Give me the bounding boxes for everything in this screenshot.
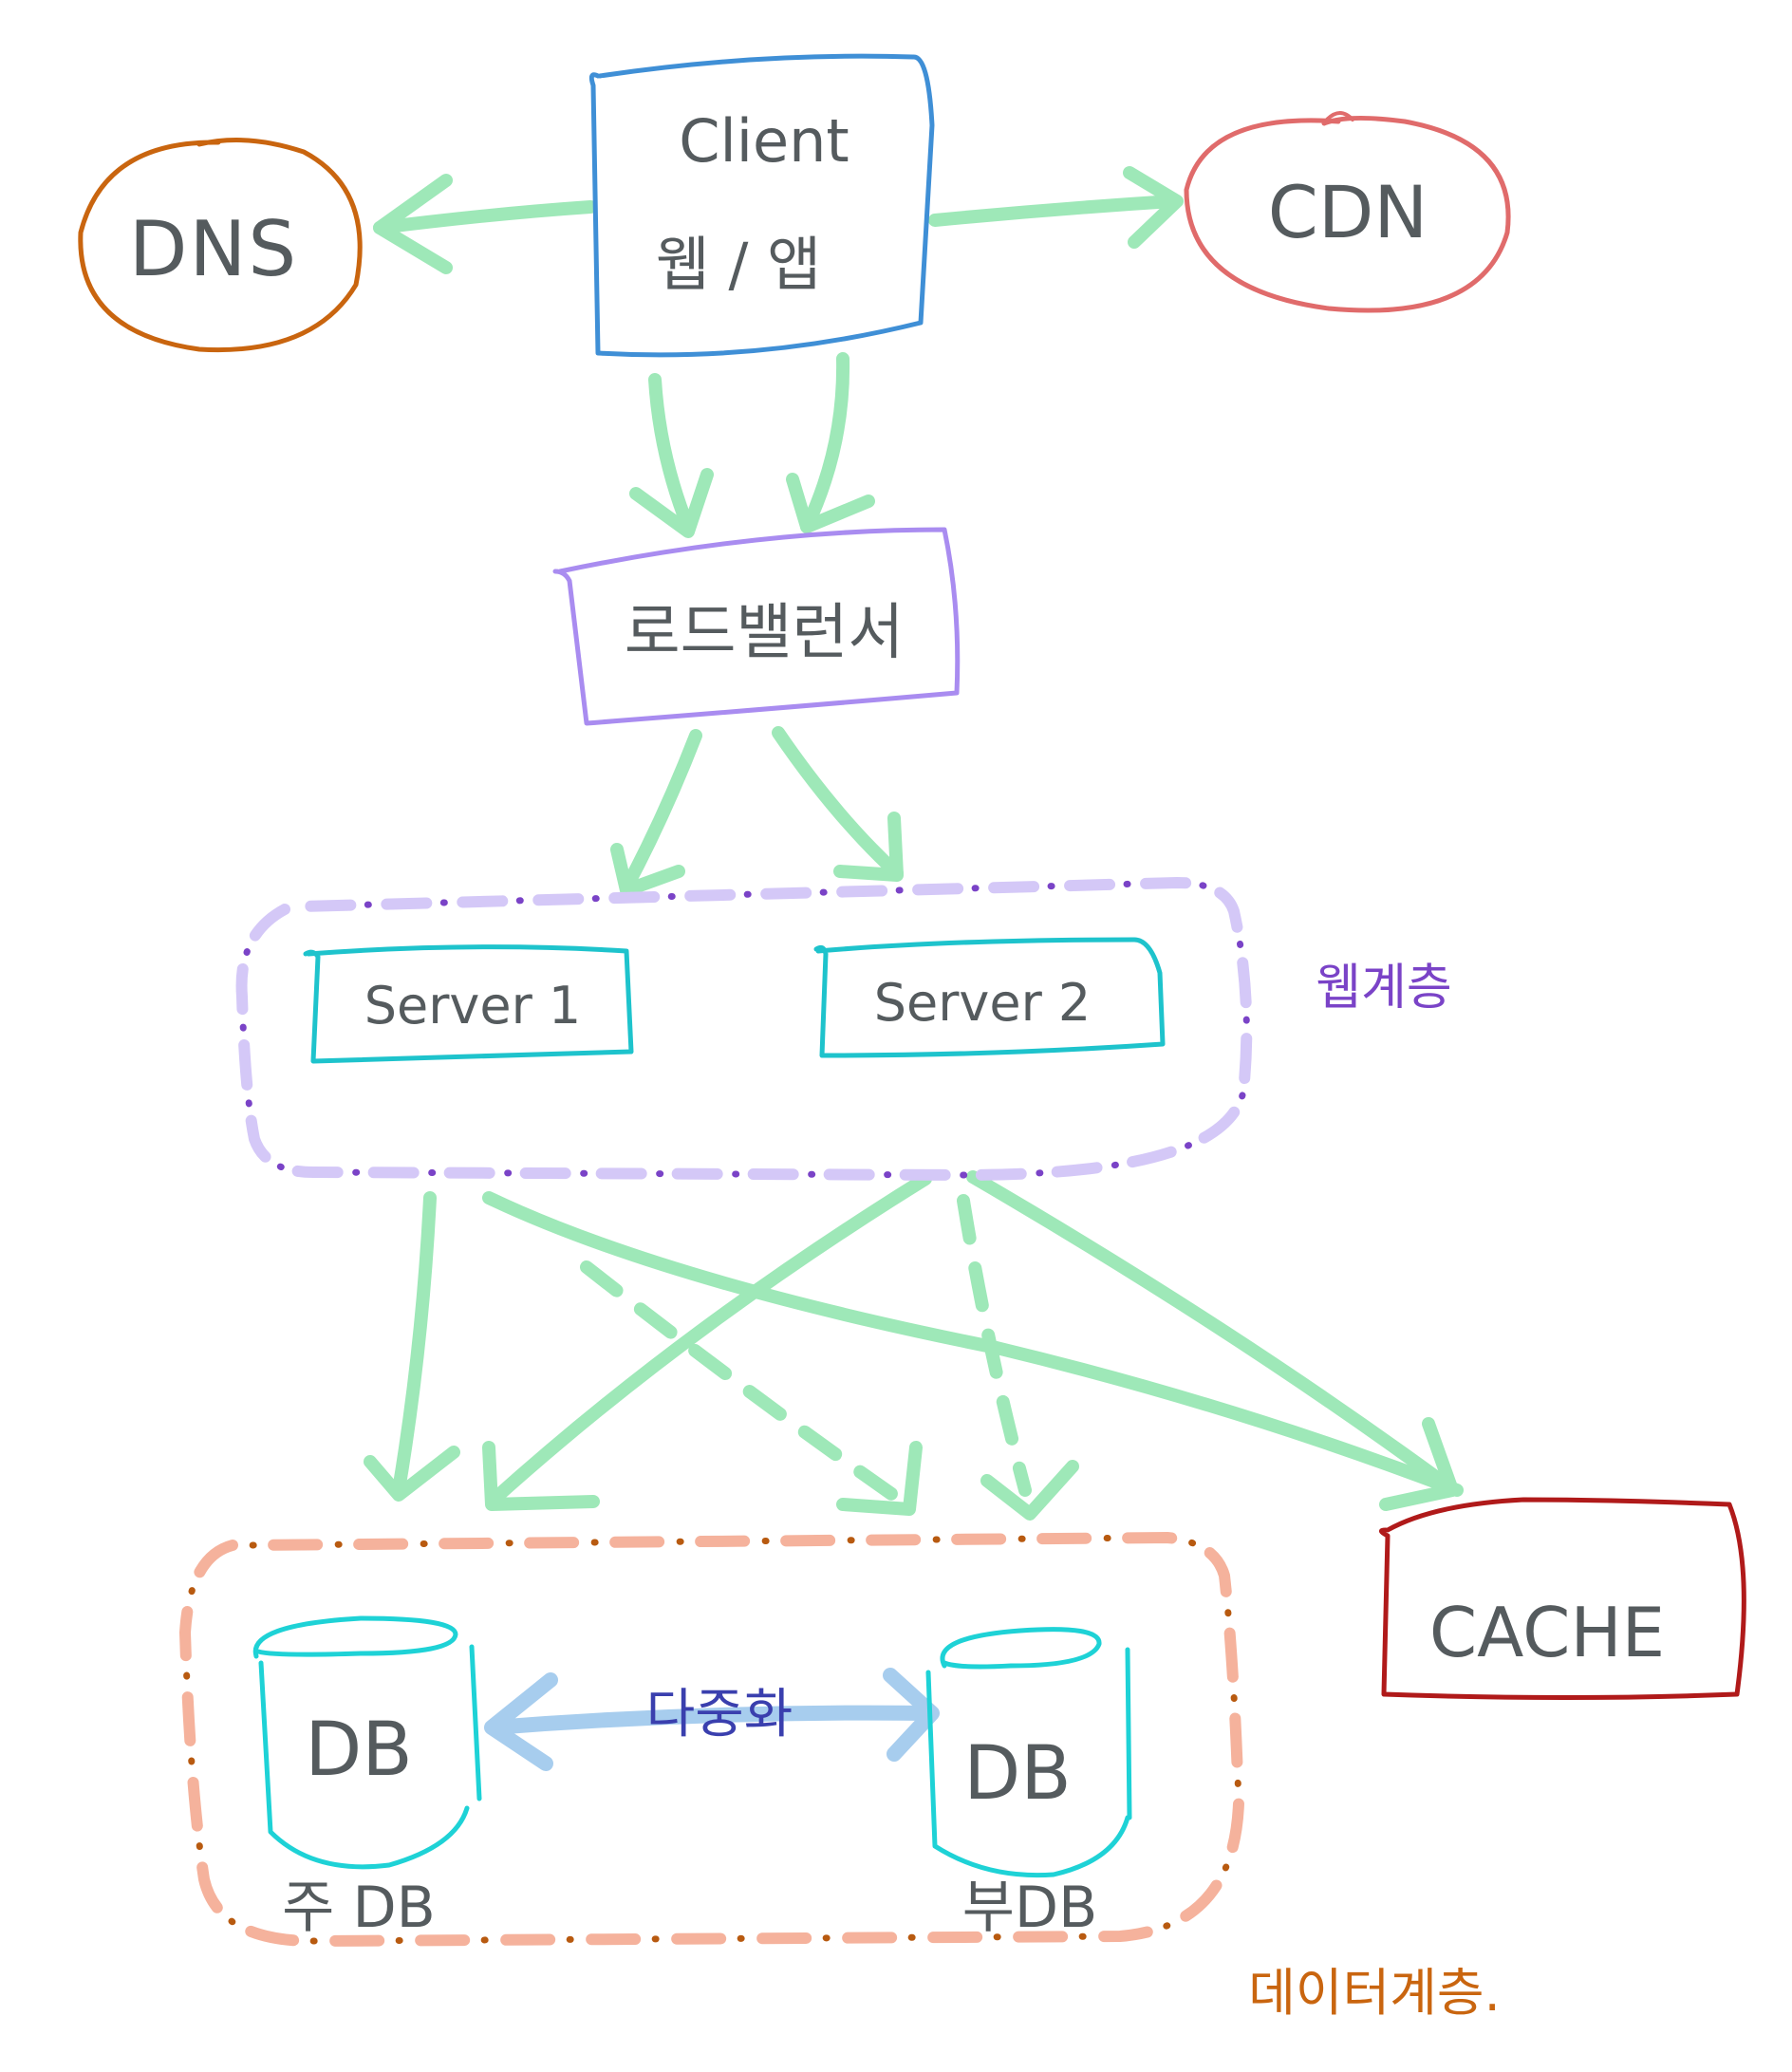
dns-node: DNS [78,138,363,353]
server1-label: Server 1 [364,976,582,1036]
edge-web-primary-db-1 [364,1191,460,1502]
web-tier-label: 웹계층 [1316,960,1452,1017]
client-title: Client [679,106,849,176]
edge-web-primary-db-2 [482,1172,932,1511]
data-tier-label: 데이터계층. [1248,1963,1501,2023]
cache-label: CACHE [1429,1593,1665,1672]
dns-label: DNS [129,205,298,293]
client-subtitle: 웹 / 앱 [656,230,821,299]
db-replica-caption: 부DB [962,1875,1098,1941]
db-primary-label: DB [305,1708,413,1793]
db-primary-caption: 주 DB [282,1875,436,1941]
edges-dashed [580,1194,1032,1511]
replication-edge: 다중화 [484,1668,940,1771]
edge-lb-server1 [610,729,702,897]
replication-label: 다중화 [646,1684,793,1745]
client-node: Client 웹 / 앱 [588,53,935,358]
cdn-node: CDN [1184,111,1511,313]
server2-label: Server 2 [874,973,1092,1033]
edge-client-cdn [928,166,1184,249]
edges-dashed-heads [836,1441,1079,1521]
server2-node: Server 2 [813,937,1166,1058]
load-balancer-node: 로드밸런서 [552,527,961,726]
edges [364,166,1464,1511]
server1-node: Server 1 [303,944,634,1064]
edge-web-replica-db-1 [580,1260,913,1511]
db-replica-label: DB [963,1731,1072,1817]
db-replica-node: DB 부DB [925,1627,1132,1941]
edge-client-dns [373,174,597,274]
load-balancer-label: 로드밸런서 [625,598,904,668]
edge-client-lb-right [786,352,875,533]
edge-client-lb-left [629,373,714,538]
cdn-label: CDN [1268,170,1428,254]
edge-lb-server2 [772,726,904,882]
data-tier-group: 데이터계층. [179,1532,1501,2023]
edge-web-replica-db-2 [957,1194,1032,1497]
db-primary-node: DB 주 DB [252,1615,482,1941]
edge-web-cache-2 [966,1170,1459,1511]
cache-node: CACHE [1379,1497,1746,1700]
web-tier-group: 웹계층 [235,877,1452,1181]
